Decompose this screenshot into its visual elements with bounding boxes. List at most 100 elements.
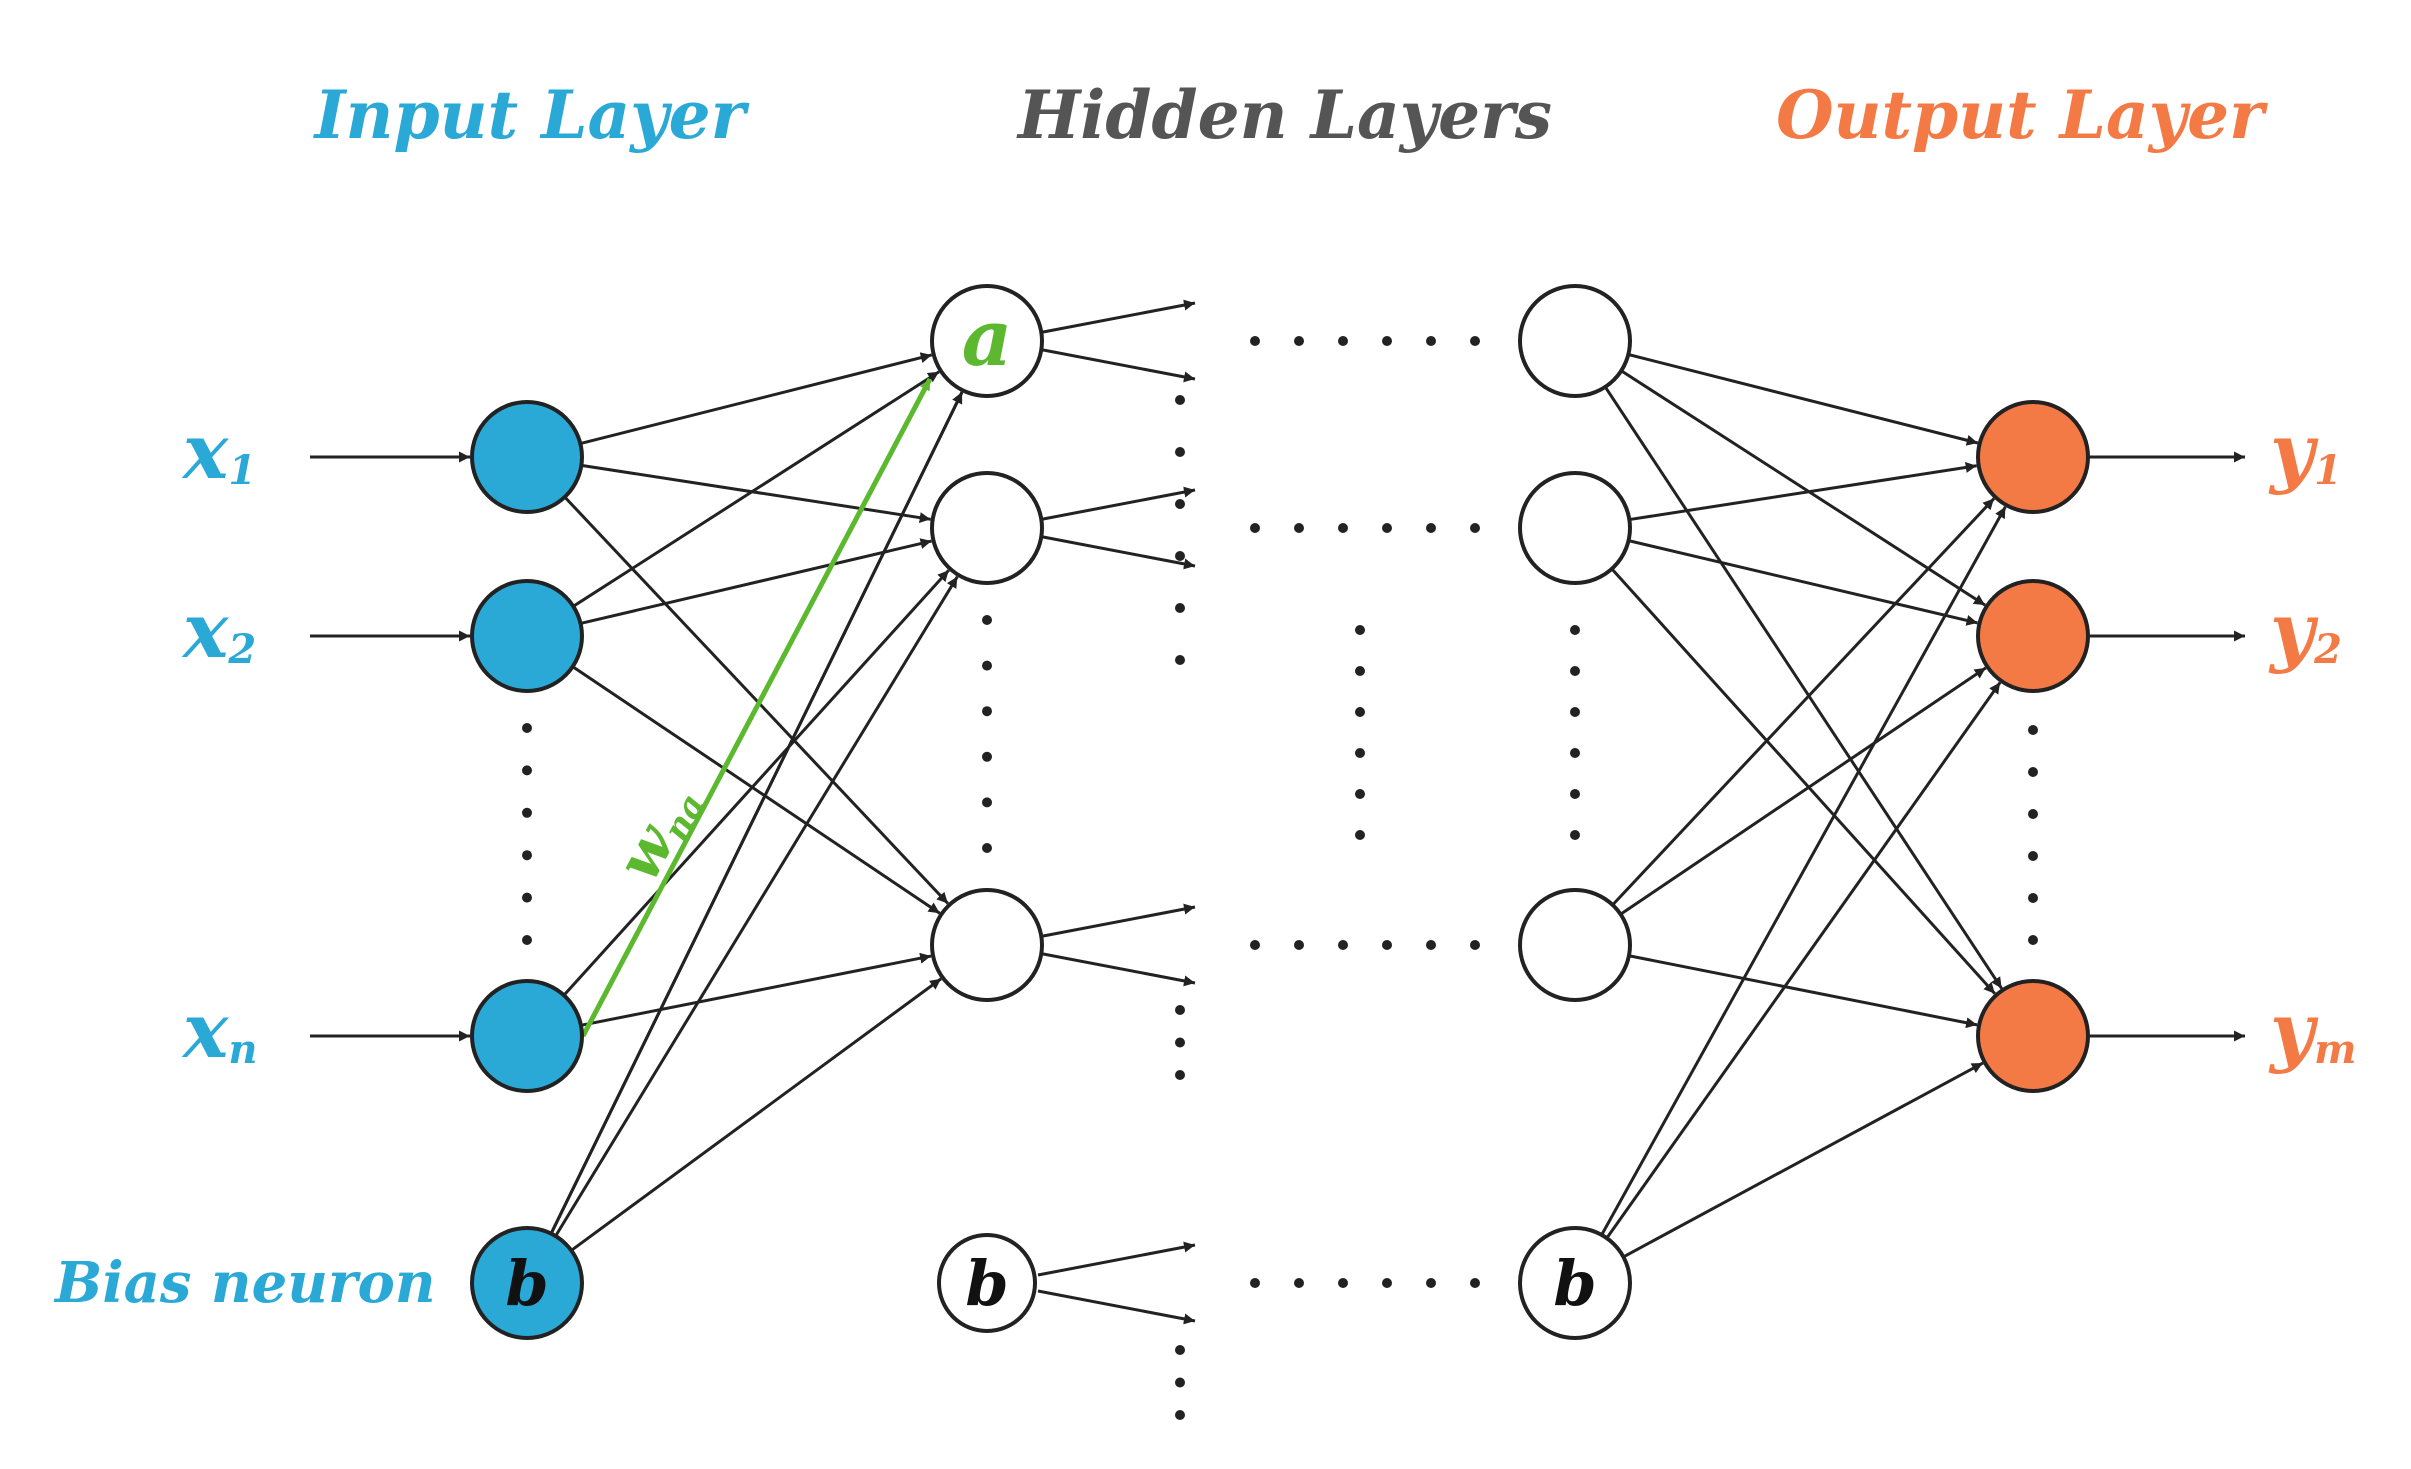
- vertical-ellipsis-dot: [2028, 851, 2038, 861]
- weight-edge-wna: [580, 377, 933, 1038]
- hidden-fanout-edge: [1037, 534, 1196, 570]
- horizontal-ellipsis-dot: [1250, 940, 1260, 950]
- hidden-bias-node-1: [937, 1233, 1037, 1333]
- input-to-hidden-edge: [580, 538, 932, 625]
- vertical-ellipsis-dot: [1175, 447, 1185, 457]
- hidden-fanout-edge: [1037, 1289, 1196, 1325]
- input-node-x2: [470, 579, 584, 693]
- hidden-node-a: [930, 284, 1044, 398]
- input-label-xn: xn: [181, 986, 257, 1075]
- output-label-ym: ym: [2268, 986, 2357, 1075]
- vertical-ellipsis-dot: [1570, 789, 1580, 799]
- input-layer-header: Input Layer: [313, 76, 750, 154]
- hidden-to-output-edge: [1605, 681, 2002, 1239]
- vertical-ellipsis-dot: [2028, 809, 2038, 819]
- vertical-ellipsis-dot: [522, 723, 532, 733]
- hidden-layers-header: Hidden Layers: [1016, 76, 1552, 154]
- input-bias-symbol: b: [505, 1247, 548, 1320]
- hidden-node-k-1: [1518, 284, 1632, 398]
- hidden-fanout-edge: [1037, 903, 1196, 939]
- vertical-ellipsis-dot: [982, 751, 992, 762]
- vertical-ellipsis-dot: [1175, 655, 1185, 665]
- vertical-ellipsis-dot: [982, 797, 992, 808]
- vertical-ellipsis-dot: [1570, 748, 1580, 758]
- hidden-fanout-edge: [1037, 347, 1196, 383]
- vertical-ellipsis-dot: [522, 935, 532, 945]
- input-to-hidden-edge: [580, 952, 932, 1027]
- vertical-ellipsis-dot: [2028, 725, 2038, 735]
- output-node-y1: [1976, 400, 2090, 514]
- hidden-fanout-edge: [1037, 951, 1196, 987]
- vertical-ellipsis-dot: [1175, 1005, 1185, 1015]
- hidden-to-output-edge: [1600, 506, 2007, 1236]
- vertical-ellipsis-dot: [982, 615, 992, 625]
- vertical-ellipsis-dot: [1175, 1377, 1185, 1388]
- vertical-ellipsis-dot: [1355, 748, 1365, 758]
- hidden-to-output-edge: [1619, 666, 1987, 916]
- output-node-ym: [1976, 979, 2090, 1093]
- hidden-to-output-edge: [1627, 353, 1979, 446]
- hidden-to-output-edge: [1604, 386, 2003, 990]
- hidden-to-output-edge: [1622, 1061, 1984, 1259]
- horizontal-ellipsis-dot: [1470, 940, 1480, 950]
- vertical-ellipsis-dot: [1175, 1345, 1185, 1355]
- vertical-ellipsis-dot: [1355, 625, 1365, 635]
- bias-neuron-label: Bias neuron: [53, 1250, 436, 1316]
- vertical-ellipsis-dot: [1570, 830, 1580, 840]
- bias-to-hidden-edge: [549, 391, 964, 1235]
- horizontal-ellipsis-dot: [1294, 1278, 1304, 1288]
- hidden-fanout-edge: [1037, 1241, 1196, 1277]
- vertical-ellipsis-dot: [1175, 551, 1185, 561]
- vertical-ellipsis-dot: [982, 706, 992, 717]
- hidden-to-output-edge: [1611, 497, 1996, 906]
- hidden-fanout-edge: [1037, 299, 1196, 335]
- hidden-node-k-n: [1518, 888, 1632, 1002]
- horizontal-ellipsis-dot: [1382, 336, 1392, 346]
- vertical-ellipsis-dot: [1355, 830, 1365, 840]
- horizontal-ellipsis-dot: [1250, 1278, 1260, 1288]
- horizontal-ellipsis-dot: [1426, 336, 1436, 346]
- vertical-ellipsis-dot: [1175, 603, 1185, 613]
- horizontal-ellipsis-dot: [1470, 523, 1480, 533]
- output-node-y2: [1976, 579, 2090, 693]
- vertical-ellipsis-dot: [522, 807, 532, 818]
- input-label-x1: x1: [181, 407, 256, 496]
- horizontal-ellipsis-dot: [1294, 940, 1304, 950]
- input-bias-node: [470, 1226, 584, 1340]
- input-to-hidden-edge: [563, 495, 949, 905]
- hidden-bias-node-k: [1518, 1226, 1632, 1340]
- vertical-ellipsis-dot: [1175, 499, 1185, 509]
- vertical-ellipsis-dot: [522, 892, 532, 903]
- horizontal-ellipsis-dot: [1426, 1278, 1436, 1288]
- horizontal-ellipsis-dot: [1294, 523, 1304, 533]
- hidden-to-output-edge: [1628, 539, 1978, 626]
- vertical-ellipsis-dot: [1570, 707, 1580, 717]
- input-label-x2: x2: [181, 586, 256, 675]
- vertical-ellipsis-dot: [1355, 789, 1365, 799]
- vertical-ellipsis-dot: [1175, 1070, 1185, 1080]
- hidden-to-output-edge: [1610, 567, 1996, 995]
- bias-to-hidden-edge: [554, 575, 959, 1237]
- horizontal-ellipsis-dot: [1382, 1278, 1392, 1288]
- vertical-ellipsis-dot: [1175, 1037, 1185, 1048]
- horizontal-ellipsis-dot: [1426, 940, 1436, 950]
- hidden-node-a-label: a: [962, 293, 1013, 384]
- vertical-ellipsis-dot: [2028, 935, 2038, 945]
- horizontal-ellipsis-dot: [1470, 336, 1480, 346]
- weight-label: wna: [603, 772, 713, 893]
- hidden-bias-symbol-1: b: [965, 1247, 1008, 1320]
- output-label-y1: y1: [2268, 407, 2342, 496]
- horizontal-ellipsis-dot: [1338, 523, 1348, 533]
- vertical-ellipsis-dot: [1175, 395, 1185, 405]
- vertical-ellipsis-dot: [1355, 707, 1365, 717]
- horizontal-ellipsis-dot: [1338, 1278, 1348, 1288]
- vertical-ellipsis-dot: [1570, 666, 1580, 676]
- vertical-ellipsis-dot: [2028, 767, 2038, 777]
- vertical-ellipsis-dot: [1570, 625, 1580, 635]
- input-node-xn: [470, 979, 584, 1093]
- hidden-to-output-edge: [1628, 954, 1978, 1029]
- horizontal-ellipsis-dot: [1294, 336, 1304, 346]
- connection-edges: [310, 299, 2245, 1325]
- horizontal-ellipsis-dot: [1470, 1278, 1480, 1288]
